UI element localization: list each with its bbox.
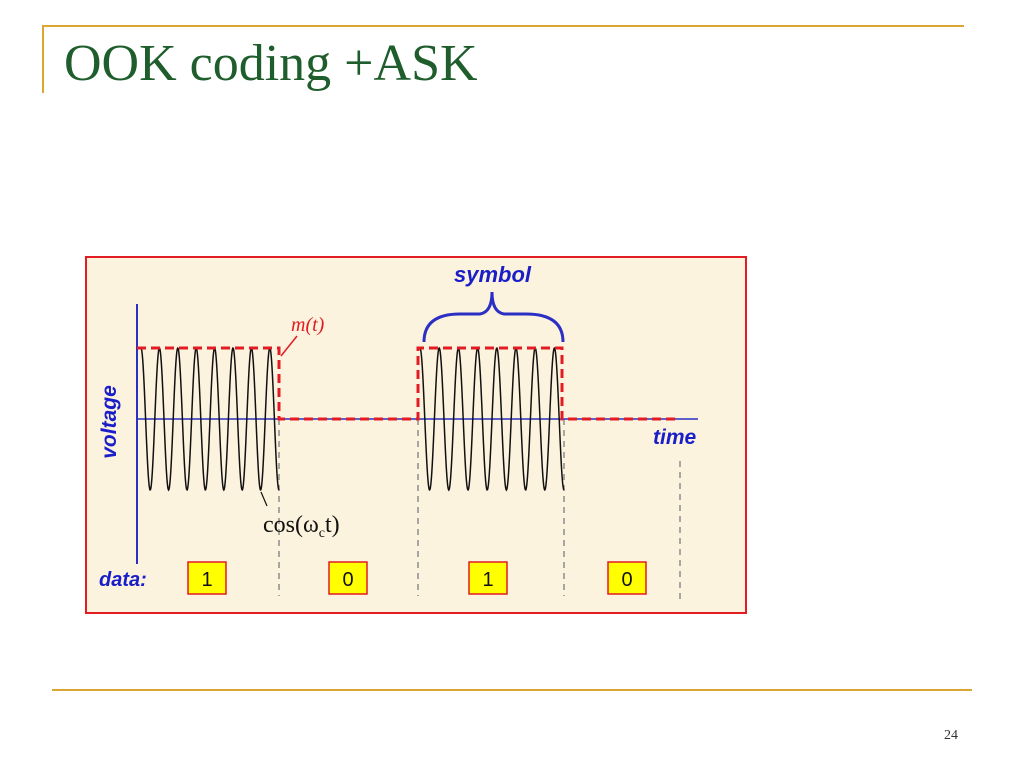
slide-number: 24 xyxy=(944,728,958,743)
bit-box-4: 0 xyxy=(607,561,647,595)
ook-diagram: m(t) symbol time voltage cos(ωct) data: … xyxy=(85,256,747,614)
data-label: data: xyxy=(99,569,147,591)
carrier-label: cos(ωct) xyxy=(263,512,340,541)
title-accent-bar xyxy=(42,25,44,93)
bit-value: 0 xyxy=(342,569,353,591)
carrier-pointer xyxy=(260,491,268,507)
bit-box-1: 1 xyxy=(187,561,227,595)
title-accent-line xyxy=(44,25,964,27)
y-axis-label: voltage xyxy=(98,385,121,459)
bit-box-2: 0 xyxy=(328,561,368,595)
bit-box-3: 1 xyxy=(468,561,508,595)
slide-title: OOK coding +ASK xyxy=(64,35,478,92)
diagram-panel xyxy=(85,256,747,614)
symbol-boundaries xyxy=(278,419,681,601)
footer-rule xyxy=(52,689,972,691)
bit-value: 1 xyxy=(201,569,212,591)
bit-value: 0 xyxy=(621,569,632,591)
symbol-brace xyxy=(422,291,565,343)
carrier-burst-2 xyxy=(419,346,565,492)
bit-value: 1 xyxy=(482,569,493,591)
x-axis-label: time xyxy=(653,426,697,449)
message-pointer xyxy=(280,335,298,357)
message-label: m(t) xyxy=(291,314,325,336)
symbol-label: symbol xyxy=(454,262,532,287)
carrier-burst-1 xyxy=(140,346,280,492)
